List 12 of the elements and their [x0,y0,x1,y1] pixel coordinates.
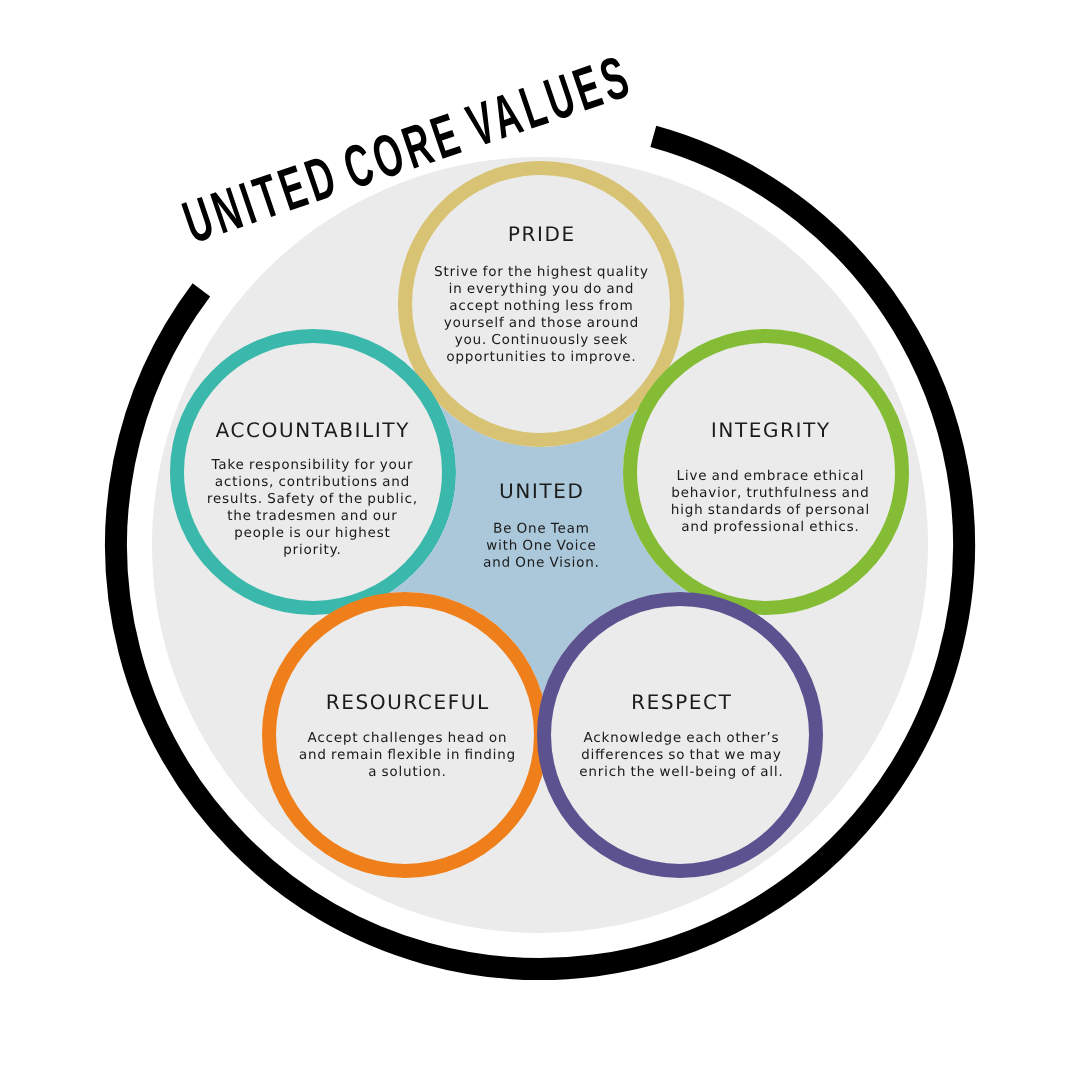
value-description: Be One Team with One Voice and One Vision. [483,522,598,567]
value-heading: ACCOUNTABILITY [215,422,409,438]
value-heading: PRIDE [509,226,573,241]
value-heading: RESPECT [633,694,731,710]
value-heading: RESOURCEFUL [327,694,489,710]
value-heading: INTEGRITY [712,422,830,438]
value-description: Acknowledge each other’s differences so that we may enrich the well-being of all. [580,731,782,779]
value-description: Take responsibility for your actions, contributions and results. Safety of the public, the tradesmen and our people is our highest priority. [208,458,416,557]
value-description: Live and embrace ethical behavior, truthfulness and high standards of personal and professional ethics. [672,469,868,534]
value-description: Strive for the highest quality in everything you do and accept nothing less from yourself and those around you. Continuously seek opportunities to improve. [435,265,648,364]
value-description: Accept challenges head on and remain flexible in finding a solution. [299,731,514,777]
value-heading: UNITED [500,483,582,499]
